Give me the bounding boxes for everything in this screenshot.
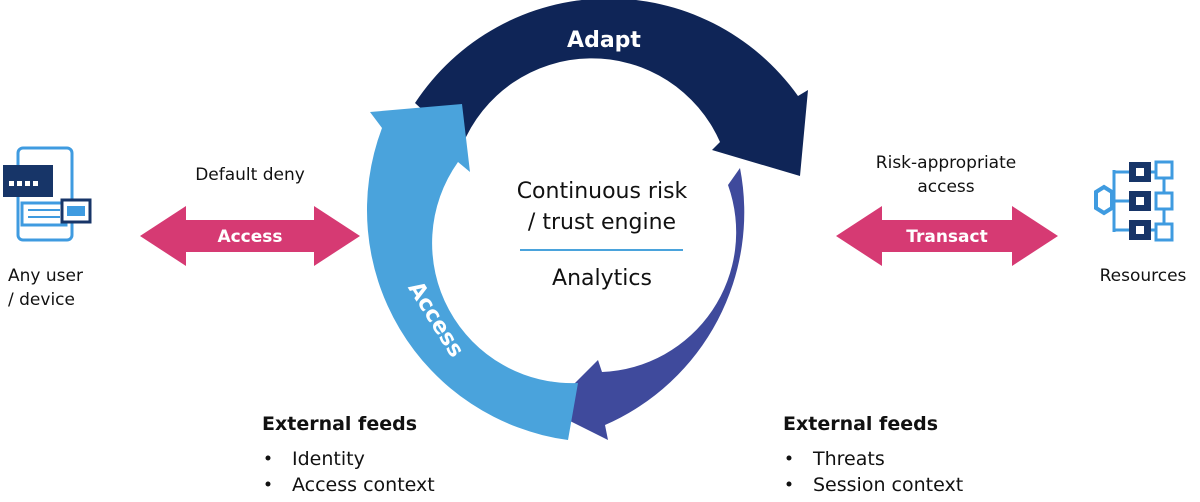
feeds-right-item: Threats	[812, 448, 885, 470]
feeds-right-item: Session context	[813, 474, 963, 496]
feeds-left-item: Access context	[292, 474, 435, 496]
bullet	[786, 455, 792, 461]
left-access-arrow[interactable]	[140, 206, 360, 266]
right-node-label: Resources	[1100, 266, 1187, 286]
default-deny-caption: Default deny	[195, 165, 305, 185]
risk-caption-line1: Risk-appropriate	[876, 153, 1016, 173]
treatment-label: Treatment	[715, 261, 790, 388]
external-feeds-left: External feeds Identity Access context	[262, 413, 435, 496]
feeds-left-item: Identity	[292, 448, 365, 470]
bullet	[786, 481, 792, 487]
left-access-arrow-label: Access	[217, 227, 282, 247]
right-transact-arrow[interactable]	[836, 206, 1058, 266]
engine-center: Continuous risk / trust engine Analytics	[517, 179, 688, 291]
risk-caption-line2: access	[917, 177, 974, 197]
bullet	[265, 481, 271, 487]
devices-icon	[3, 146, 92, 242]
resources-icon	[1094, 160, 1174, 242]
adapt-segment	[415, 0, 808, 176]
bullet	[265, 455, 271, 461]
right-transact-arrow-label: Transact	[906, 227, 987, 247]
feeds-right-title: External feeds	[783, 413, 938, 435]
left-node-label-line1: Any user	[8, 266, 83, 286]
access-segment	[366, 104, 578, 440]
engine-title-line1: Continuous risk	[517, 179, 688, 204]
engine-analytics: Analytics	[552, 266, 652, 291]
left-node-label-line2: / device	[8, 290, 75, 310]
adapt-label: Adapt	[567, 28, 641, 53]
feeds-left-title: External feeds	[262, 413, 417, 435]
engine-title-line2: / trust engine	[528, 210, 676, 235]
external-feeds-right: External feeds Threats Session context	[783, 413, 963, 496]
treatment-segment	[548, 168, 745, 440]
